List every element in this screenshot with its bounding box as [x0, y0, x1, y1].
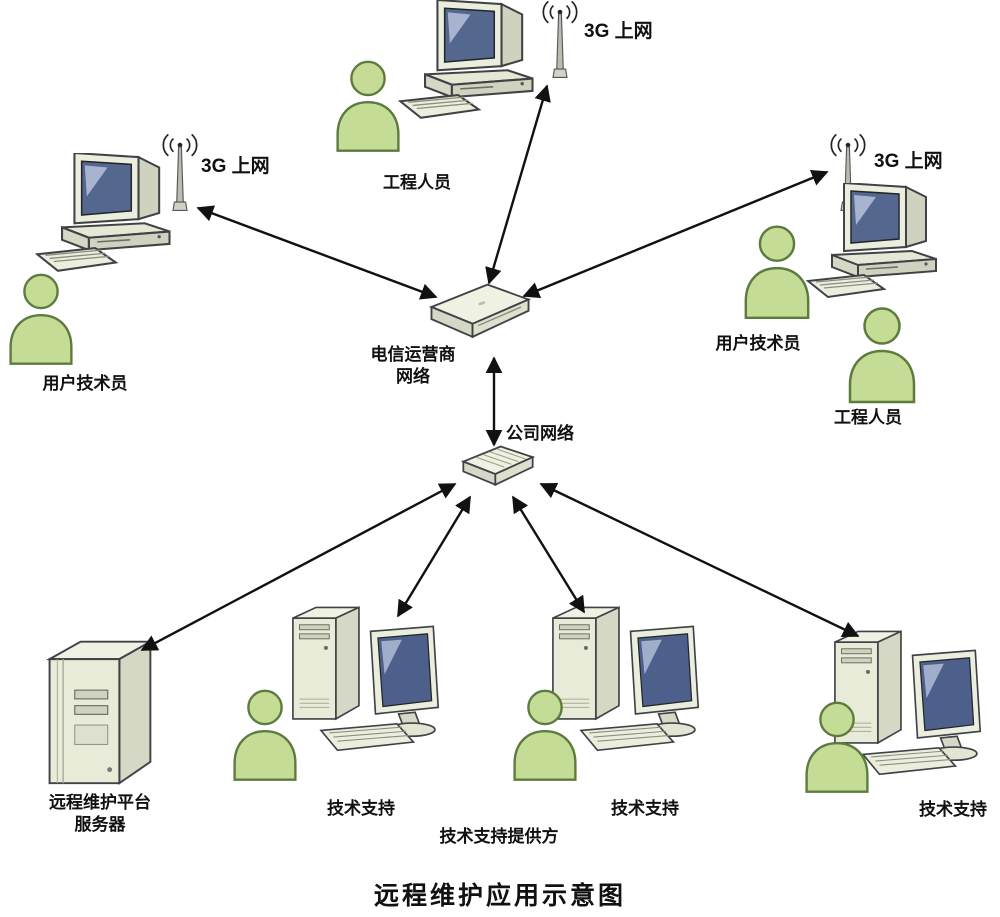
support-person-3-icon [799, 697, 875, 797]
company-network-device-icon [458, 442, 538, 491]
top-antenna-icon [532, 0, 588, 84]
support-station-1-icon [278, 600, 468, 761]
support-person-2-icon [507, 685, 583, 785]
maintenance-server-label: 远程维护平台 服务器 [25, 792, 175, 836]
right-engineer-label: 工程人员 [834, 408, 902, 427]
maintenance-server-label-line2: 服务器 [74, 815, 126, 835]
top-engineer-computer-icon [398, 0, 543, 124]
company-network-label: 公司网络 [506, 424, 574, 443]
top-engineer-label: 工程人员 [383, 173, 451, 192]
support-label-2: 技术支持 [611, 799, 679, 818]
support-label-1: 技术支持 [327, 799, 395, 818]
left-antenna-icon [152, 133, 208, 217]
top-engineer-person-icon [330, 57, 406, 155]
maintenance-server-label-line1: 远程维护平台 [49, 793, 151, 812]
left-user-label: 用户技术员 [42, 374, 128, 393]
top-3g-label: 3G 上网 [584, 21, 653, 42]
telecom-network-label-line1: 电信运营商 [370, 345, 456, 364]
left-user-person-icon [3, 270, 79, 368]
left-3g-label: 3G 上网 [201, 156, 270, 177]
support-person-1-icon [227, 685, 303, 785]
telecom-network-device-icon [424, 279, 536, 349]
provider-label: 技术支持提供方 [439, 827, 559, 846]
diagram-title: 远程维护应用示意图 [373, 882, 626, 910]
right-engineer-person-icon [842, 304, 922, 406]
right-user-computer-icon [806, 183, 946, 303]
telecom-network-label: 电信运营商 网络 [358, 344, 468, 388]
support-label-3: 技术支持 [919, 800, 987, 819]
right-3g-label: 3G 上网 [874, 151, 943, 172]
telecom-network-label-line2: 网络 [396, 367, 430, 387]
right-user-person-icon [738, 222, 816, 322]
right-user-label: 用户技术员 [715, 334, 801, 353]
maintenance-server-icon [36, 628, 162, 793]
